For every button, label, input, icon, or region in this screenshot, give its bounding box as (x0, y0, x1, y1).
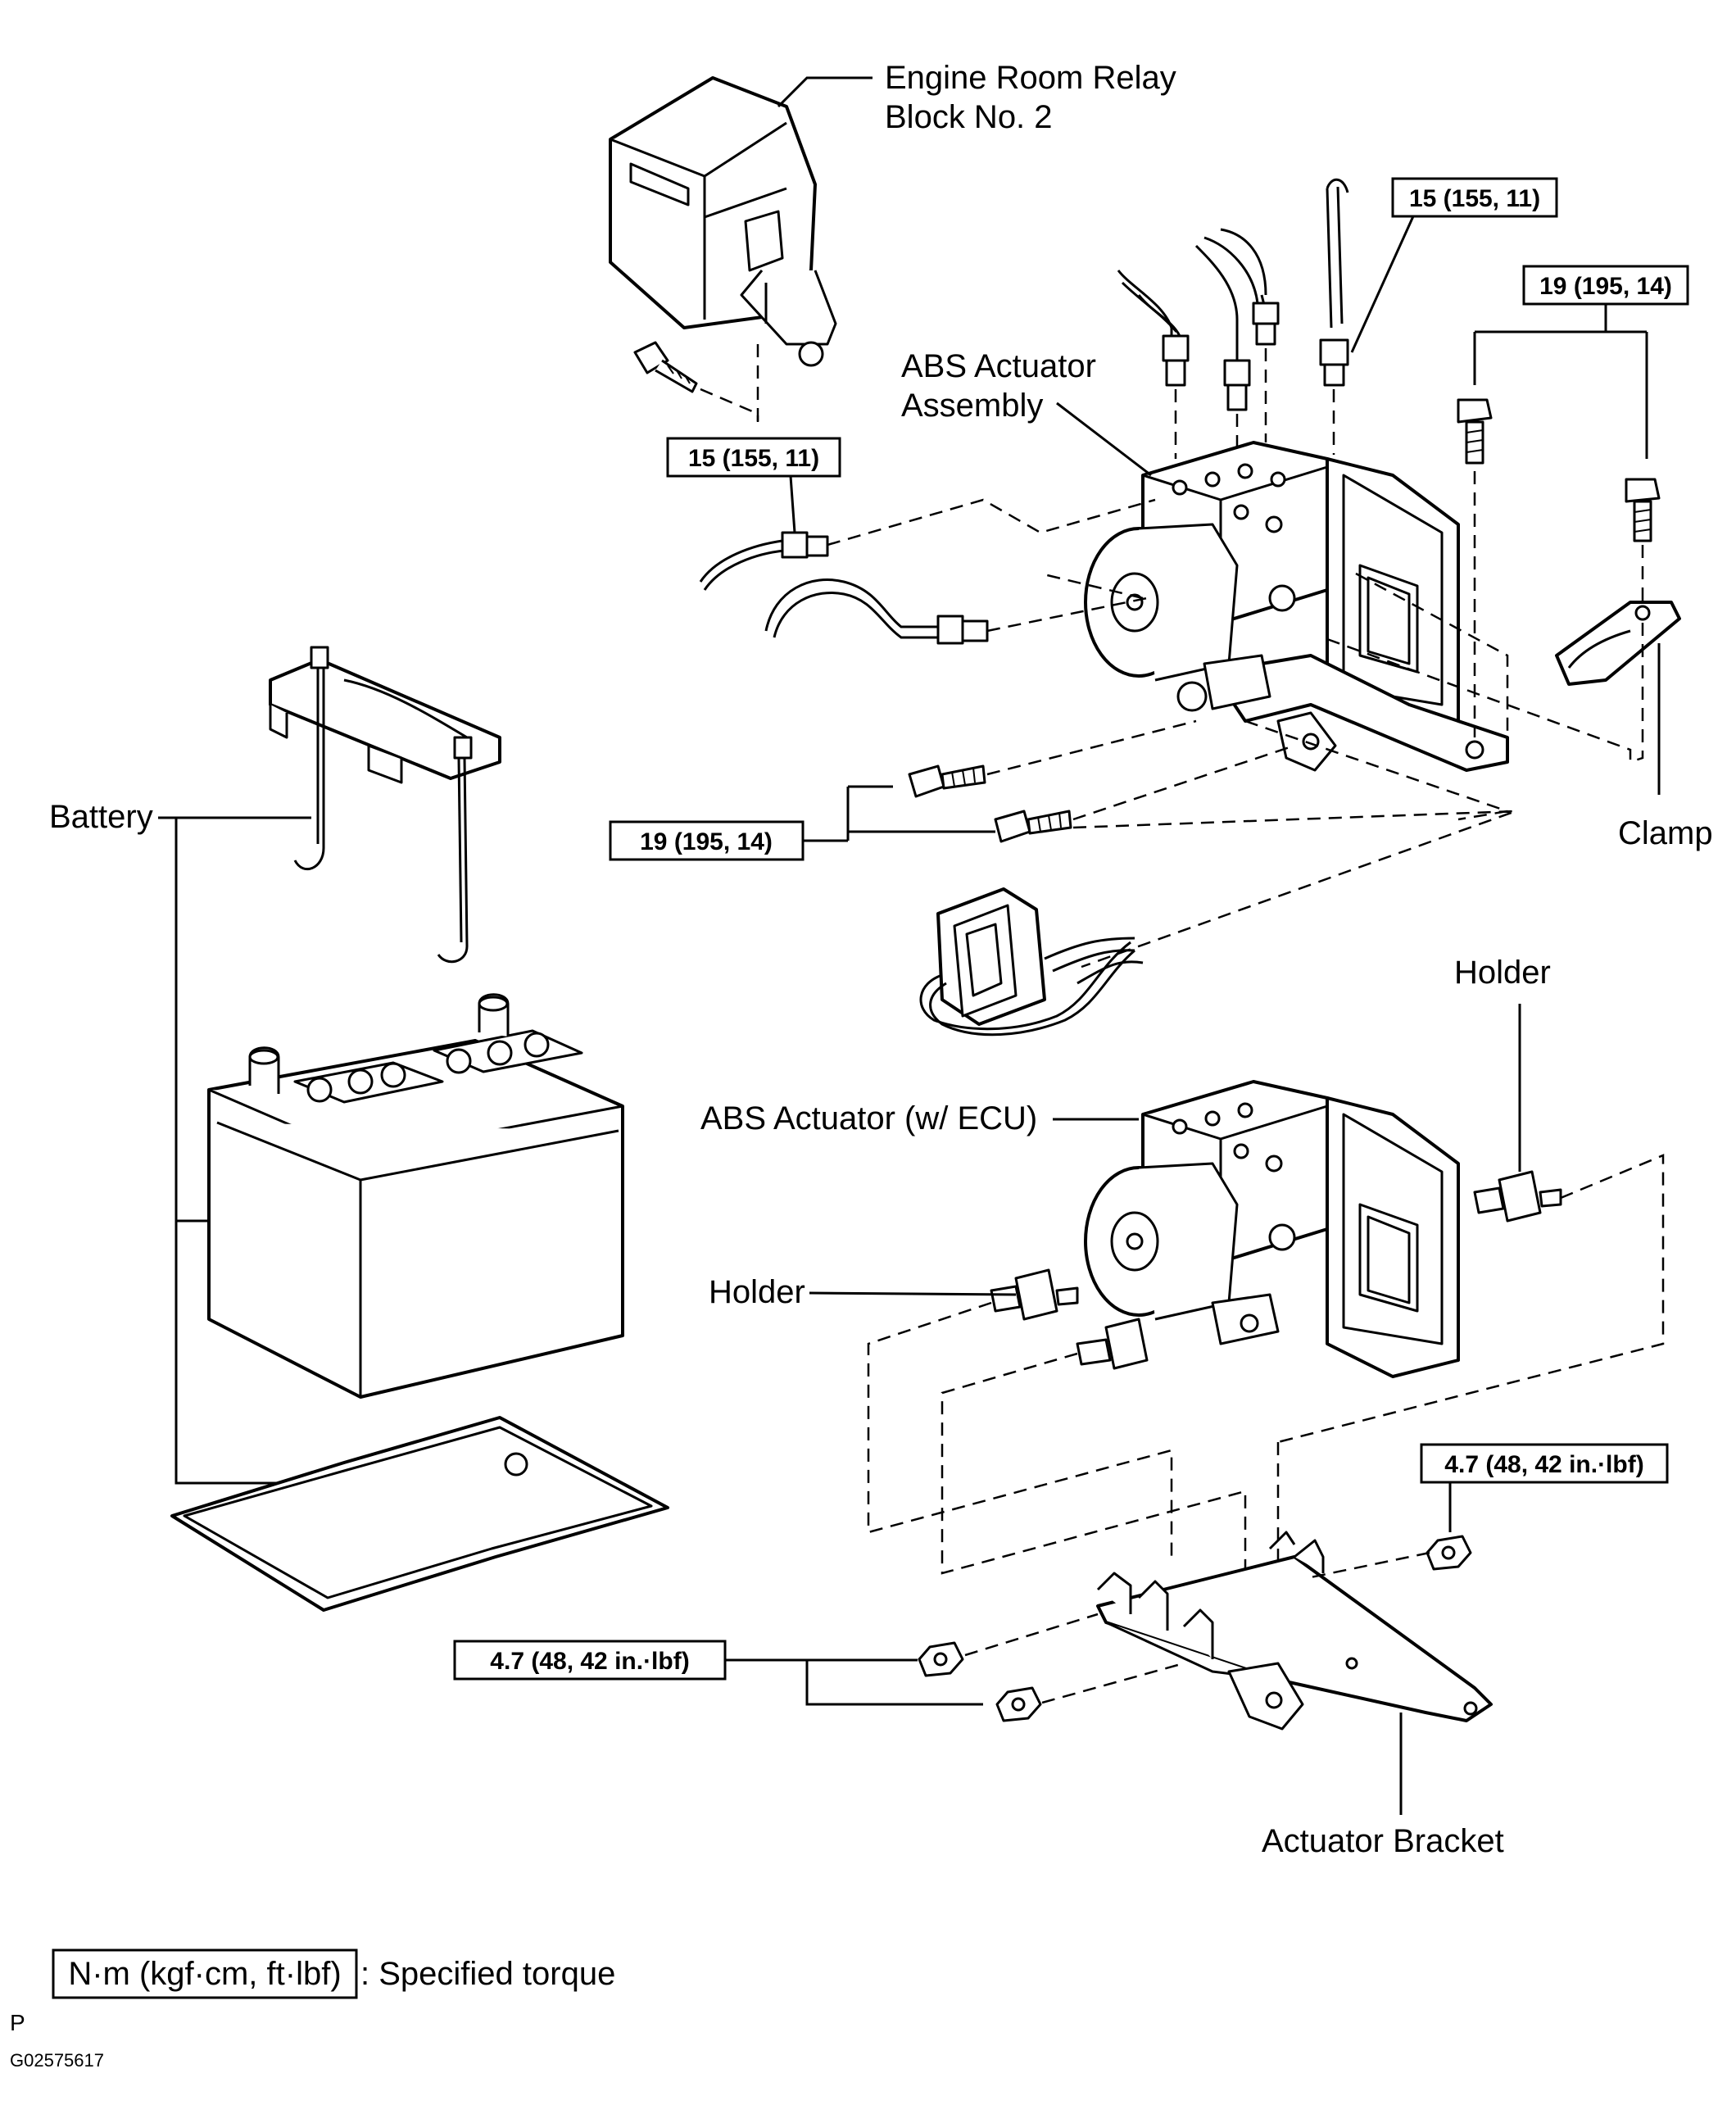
mid-bolt-2 (994, 810, 1072, 843)
holder-right-part (1473, 1170, 1562, 1223)
relay-block-label-line1: Engine Room Relay (885, 60, 1176, 96)
holder-right-label: Holder (1454, 955, 1551, 991)
battery-tray (170, 1416, 669, 1612)
torque-mid-bolts: 19 (195, 14) (640, 828, 773, 855)
legend-description: : Specified torque (360, 1956, 615, 1992)
page-marker: P (10, 2010, 25, 2035)
torque-box-left-pipe (666, 437, 841, 478)
abs-actuator-ecu-label: ABS Actuator (w/ ECU) (700, 1100, 1037, 1136)
torque-box-right-nut (1420, 1443, 1669, 1484)
actuator-bracket-label: Actuator Bracket (1262, 1823, 1504, 1859)
legend-unit-text: N·m (kgf·cm, ft·lbf) (68, 1956, 341, 1992)
top-right-bolt-1 (1457, 398, 1493, 465)
left-nut-1-part (918, 1641, 964, 1677)
legend-unit-box (52, 1948, 358, 1999)
torque-top-right-pipe: 15 (155, 11) (1409, 185, 1540, 212)
holder-left-part (990, 1268, 1079, 1321)
battery-leader (158, 816, 311, 1485)
abs-assembly-leader (1056, 401, 1152, 477)
battery-body (207, 993, 624, 1399)
left-nut-2-part (995, 1686, 1042, 1722)
torque-top-right-bolts: 19 (195, 14) (1539, 273, 1672, 300)
battery-hold-down (269, 646, 501, 964)
holder-left-label: Holder (709, 1274, 805, 1310)
clamp-label: Clamp (1618, 815, 1713, 851)
torque-box-left-nuts (453, 1640, 727, 1681)
right-nut-part (1426, 1535, 1472, 1571)
top-right-bolt-2 (1625, 478, 1661, 542)
holder-left-leader (809, 1291, 1017, 1296)
abs-actuator-assembly (1084, 441, 1509, 772)
torque-legend: N·m (kgf·cm, ft·lbf) : Specified torque (52, 1948, 615, 1999)
relay-block-leader (777, 76, 873, 108)
engine-room-relay-block (609, 76, 837, 367)
torque-left-nuts: 4.7 (48, 42 in.·lbf) (490, 1648, 689, 1675)
clamp-part (1555, 601, 1681, 686)
left-brake-pipes (699, 531, 989, 645)
abs-assembly-label-line1: ABS Actuator (901, 348, 1096, 384)
figure-code: G02575617 (10, 2050, 104, 2071)
holder-bottom-part (1076, 1318, 1149, 1370)
wire-harness-connector (919, 887, 1144, 1037)
actuator-bracket-part (1096, 1531, 1493, 1731)
torque-box-mid-bolts (609, 820, 805, 861)
abs-assembly-label-line2: Assembly (901, 388, 1043, 424)
abs-actuator-ecu (1084, 1080, 1460, 1378)
mid-bolt-1 (908, 764, 986, 798)
battery-label: Battery (49, 799, 153, 835)
torque-left-pipe: 15 (155, 11) (688, 445, 819, 472)
relay-block-label-line2: Block No. 2 (885, 99, 1053, 135)
relay-block-bolt (633, 341, 698, 393)
brake-pipes-top (1117, 178, 1349, 411)
torque-box-top-right-pipe (1391, 177, 1558, 218)
torque-right-nut: 4.7 (48, 42 in.·lbf) (1444, 1451, 1643, 1478)
